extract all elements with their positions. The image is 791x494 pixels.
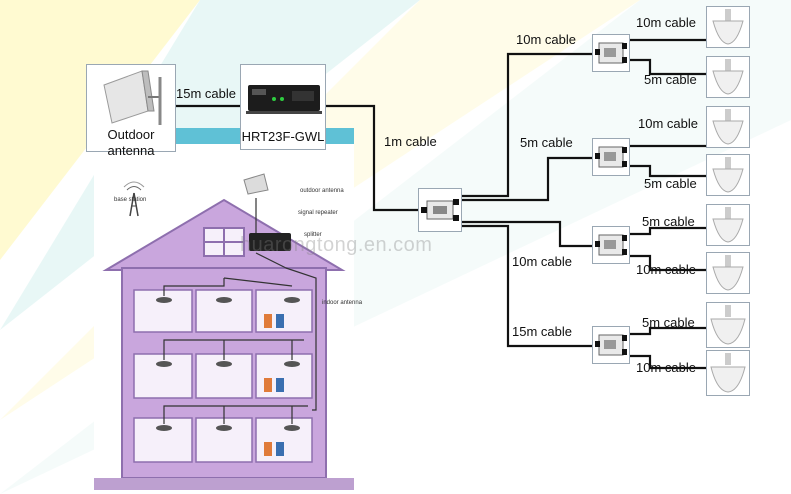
repeater-box: HRT23F-GWL: [240, 64, 326, 150]
splitter-box: [418, 188, 462, 232]
ceiling-antenna-icon: [712, 255, 744, 291]
tap-box-3: [592, 226, 630, 264]
tap-box-1: [592, 34, 630, 72]
ceiling-antenna-icon: [712, 9, 744, 45]
cable-label-tap1-b: 5m cable: [644, 72, 697, 87]
cable-label-tap4-b: 10m cable: [636, 360, 696, 375]
repeater-label: HRT23F-GWL: [241, 129, 325, 144]
ceiling-antenna-5: [706, 204, 750, 246]
ceiling-antenna-icon: [710, 353, 746, 393]
cable-label-tap3-a: 5m cable: [642, 214, 695, 229]
outdoor-antenna-label: Outdoor antenna: [107, 127, 155, 158]
signal-repeater-caption: signal repeater: [298, 210, 338, 216]
cable-label-to-tap1: 10m cable: [516, 32, 576, 47]
cable-label-tap4-a: 5m cable: [642, 315, 695, 330]
panel-antenna-icon: [103, 70, 162, 125]
repeater-unit-icon: [246, 85, 322, 114]
splitter-icon: [421, 199, 459, 221]
watermark: huarongtong.en.com: [240, 234, 433, 256]
ceiling-antenna-icon: [712, 59, 744, 95]
cable-label-tap1-a: 10m cable: [636, 15, 696, 30]
ceiling-antenna-icon: [712, 157, 744, 193]
base-station-tower-icon: [123, 181, 145, 217]
ceiling-antenna-icon: [712, 109, 744, 145]
outdoor-antenna-caption: outdoor antenna: [300, 188, 344, 194]
cable-label-tap2-b: 5m cable: [644, 176, 697, 191]
tap-box-4: [592, 326, 630, 364]
cable-label-to-tap4: 15m cable: [512, 324, 572, 339]
cable-label-outdoor-repeater: 15m cable: [176, 86, 236, 101]
ceiling-antenna-7: [706, 302, 750, 348]
outdoor-antenna-box: Outdoor antenna: [86, 64, 176, 158]
ceiling-antenna-6: [706, 252, 750, 294]
ceiling-antenna-2: [706, 56, 750, 98]
cable-label-repeater-splitter: 1m cable: [384, 134, 437, 149]
coupler-tap-icon: [595, 146, 627, 168]
ceiling-antenna-icon: [710, 305, 746, 345]
ceiling-antenna-1: [706, 6, 750, 48]
coupler-tap-icon: [595, 42, 627, 64]
cable-label-tap2-a: 10m cable: [638, 116, 698, 131]
ceiling-antenna-3: [706, 106, 750, 148]
indoor-antenna-caption: indoor antenna: [322, 300, 363, 306]
house-drawing: [94, 173, 354, 490]
cable-label-to-tap3: 10m cable: [512, 254, 572, 269]
building-illustration: base station outdoor antenna signal repe…: [94, 128, 362, 494]
cable-label-tap3-b: 10m cable: [636, 262, 696, 277]
coupler-tap-icon: [595, 234, 627, 256]
cable-label-to-tap2: 5m cable: [520, 135, 573, 150]
ceiling-antenna-icon: [712, 207, 744, 243]
splitter-caption: splitter: [304, 232, 322, 238]
ceiling-antenna-4: [706, 154, 750, 196]
tap-box-2: [592, 138, 630, 176]
base-station-label: base station: [114, 197, 147, 203]
ceiling-antenna-8: [706, 350, 750, 396]
coupler-tap-icon: [595, 334, 627, 356]
